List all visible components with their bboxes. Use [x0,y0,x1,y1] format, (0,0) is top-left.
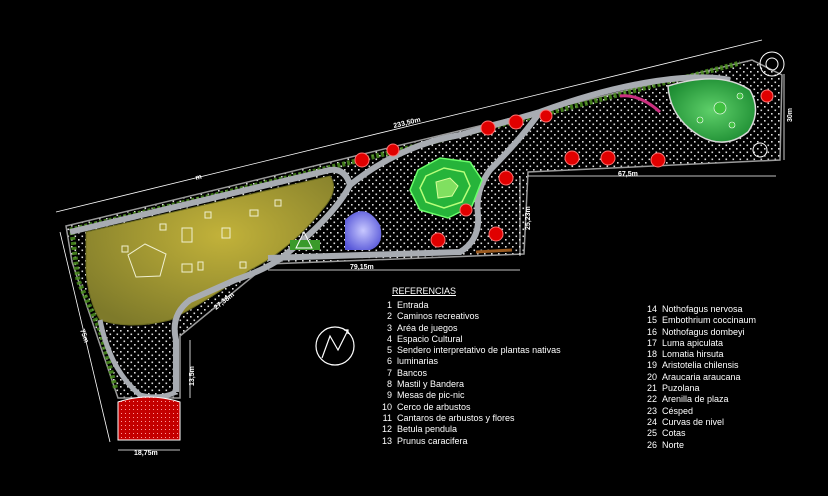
dimension-lines [55,39,785,451]
dim-right-step: 67,5m [618,171,638,178]
native-garden [409,157,483,219]
dim-top-length: 233,50m [393,117,422,130]
dim-top-mid: m [195,174,203,182]
cultural-space [345,211,382,250]
red-trees [354,89,774,248]
path-inner [348,74,731,188]
north-tree-icon [752,51,785,158]
dim-step-height: 25,23m [525,206,532,230]
hedge-left [69,231,119,391]
north-arrow-icon [315,326,355,366]
path-east [267,110,543,261]
dim-left-length: 75m [78,328,89,344]
dim-bottom-edge: 79,15m [350,264,374,271]
path-south [97,319,178,400]
east-lawn-trees [696,92,744,129]
dim-right-height: 30m [787,108,794,122]
picnic-tables [121,199,282,278]
entrance [117,396,181,441]
dim-entrance-width: 18,75m [134,450,158,457]
legend-title: REFERENCIAS [392,286,457,296]
site-outline [65,59,783,399]
dim-entrance-height: 13,5m [189,366,196,386]
play-area [85,175,335,326]
flower-beds [290,94,662,254]
